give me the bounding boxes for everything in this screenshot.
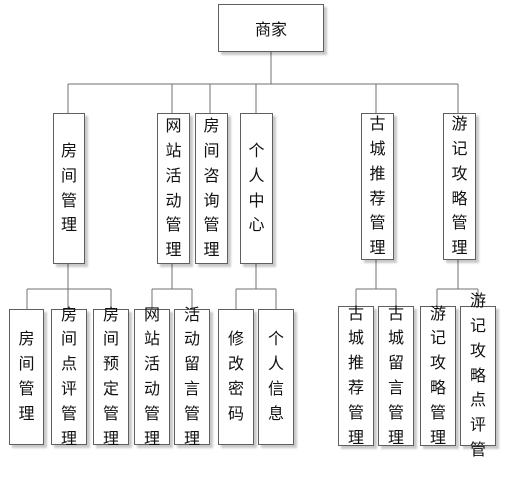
- root-node-label: 商家: [254, 20, 287, 39]
- branch-travel-guide-management: 游记攻略管理: [443, 113, 476, 260]
- connector-group-activity: [151, 264, 193, 309]
- leaf-room-booking-management: 房间预定管理: [93, 305, 129, 448]
- leaf-travel-guide-review-management-label: 游记攻略点评管: [469, 291, 486, 459]
- leaf-room-review-management: 房间点评管理: [51, 305, 87, 448]
- leaf-activity-message-management-label: 活动留言管理: [183, 304, 200, 448]
- connector-group-profile: [235, 264, 277, 309]
- connector-group-travel: [436, 260, 479, 306]
- connector-group-city: [355, 260, 397, 306]
- branch-activity-management: 网站活动管理: [157, 113, 190, 264]
- branch-room-consult-management: 房间咨询管理: [195, 113, 228, 264]
- branch-room-management-label: 房间管理: [60, 140, 77, 235]
- leaf-activity-message-management: 活动留言管理: [174, 305, 210, 448]
- leaf-room-management: 房间管理: [9, 309, 44, 445]
- leaf-ancient-city-recommend-management-label: 古城推荐管理: [347, 303, 364, 447]
- leaf-personal-info-label: 个人信息: [267, 329, 284, 423]
- leaf-travel-guide-management-label: 游记攻略管理: [429, 303, 446, 447]
- root-node: 商家: [218, 4, 324, 52]
- leaf-change-password: 修改密码: [218, 309, 254, 445]
- leaf-ancient-city-message-management: 古城留言管理: [378, 304, 414, 447]
- leaf-personal-info: 个人信息: [258, 309, 294, 445]
- branch-ancient-city-management-label: 古城推荐管理: [369, 114, 386, 258]
- leaf-change-password-label: 修改密码: [227, 329, 244, 423]
- leaf-site-activity-management: 网站活动管理: [134, 305, 170, 448]
- leaf-room-management-label: 房间管理: [18, 329, 35, 423]
- branch-personal-center-label: 个人中心: [248, 140, 265, 235]
- leaf-travel-guide-review-management: 游记攻略点评管: [460, 291, 496, 459]
- leaf-ancient-city-recommend-management: 古城推荐管理: [338, 304, 374, 447]
- leaf-ancient-city-message-management-label: 古城留言管理: [387, 303, 404, 447]
- leaf-room-review-management-label: 房间点评管理: [60, 304, 77, 448]
- connector-group-room: [26, 264, 112, 309]
- leaf-room-booking-management-label: 房间预定管理: [102, 304, 119, 448]
- branch-ancient-city-management: 古城推荐管理: [361, 113, 394, 260]
- leaf-site-activity-management-label: 网站活动管理: [143, 304, 160, 448]
- branch-room-consult-management-label: 房间咨询管理: [203, 116, 220, 260]
- branch-personal-center: 个人中心: [240, 113, 273, 264]
- branch-travel-guide-management-label: 游记攻略管理: [451, 114, 468, 258]
- branch-activity-management-label: 网站活动管理: [165, 116, 182, 260]
- branch-room-management: 房间管理: [53, 113, 85, 264]
- leaf-travel-guide-management: 游记攻略管理: [420, 304, 456, 447]
